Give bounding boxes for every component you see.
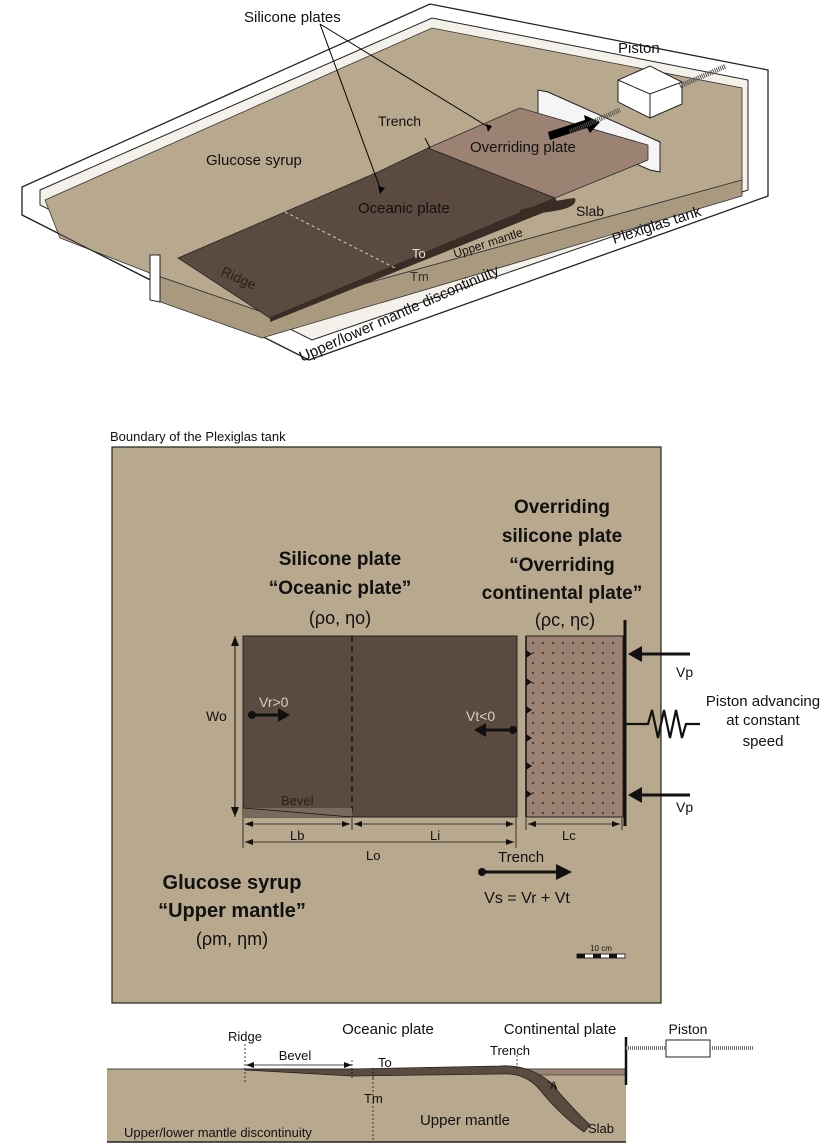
label-overriding-plate-top: Overriding plate [470,139,576,156]
cross-section: Ridge Oceanic plate Continental plate Pi… [107,1021,754,1143]
label-mantle-params: (ρm, ηm) [196,929,268,949]
label-to-top: To [412,246,426,261]
label-vt: Vt<0 [466,708,495,724]
label-upper-mantle-bottom: Upper mantle [420,1112,510,1129]
piston-box-section [665,1039,711,1058]
label-piston-top: Piston [618,40,660,57]
label-overriding-2: silicone plate [502,526,622,547]
continental-plate-section [525,1068,626,1076]
label-silicone-plate: Silicone plate [279,549,401,570]
label-oceanic-params: (ρo, ηo) [309,608,371,628]
label-tank-boundary: Boundary of the Plexiglas tank [110,429,286,444]
label-lo: Lo [366,848,380,863]
label-glucose-syrup: Glucose syrup [163,872,302,894]
label-discontinuity-bottom: Upper/lower mantle discontinuity [124,1125,312,1140]
label-piston-advancing-2: at constant [726,712,800,729]
label-piston-bottom: Piston [669,1021,708,1037]
label-piston-advancing-3: speed [743,733,784,750]
label-oceanic-plate-top: Oceanic plate [358,200,450,217]
plan-view: Boundary of the Plexiglas tank [110,429,820,1004]
vt-arrow [474,723,486,737]
label-lb: Lb [290,828,304,843]
label-to-bottom: To [378,1055,392,1070]
push-arrow-3d [548,115,600,140]
label-overriding-1: Overriding [514,497,610,518]
oceanic-plate-plan [242,635,518,818]
label-bevel-bottom: Bevel [279,1048,312,1063]
vp-arrow-bottom [628,787,642,803]
label-lc: Lc [562,828,576,843]
label-tm-bottom: Tm [364,1091,383,1106]
label-slab-bottom: Slab [588,1121,614,1136]
label-vp-top: Vp [676,664,693,680]
label-tm-top: Tm [410,269,429,284]
label-overriding-3: “Overriding [509,555,615,576]
label-overriding-4: continental plate” [482,583,642,604]
tank-front-wall [149,254,161,303]
label-li: Li [430,828,440,843]
scale-bar [576,953,626,959]
oceanic-plate-section [244,1065,591,1133]
vr-arrow [278,708,290,722]
label-trench-bottom: Trench [490,1043,530,1058]
vs-arrow [556,864,572,880]
label-wo: Wo [206,708,227,724]
label-vr: Vr>0 [259,694,289,710]
label-continental-plate-bottom: Continental plate [504,1021,617,1038]
label-oceanic-plate-bottom: Oceanic plate [342,1021,434,1038]
label-vs-equation: Vs = Vr + Vt [484,890,570,907]
label-vp-bottom: Vp [676,799,693,815]
label-trench-top: Trench [378,113,421,129]
vp-arrow-top [628,646,642,662]
label-angle: A [550,1080,558,1092]
label-trench-mid: Trench [498,849,544,866]
label-oceanic-plate-quoted: “Oceanic plate” [269,578,412,599]
label-scale: 10 cm [590,944,612,953]
label-bevel-mid: Bevel [281,793,314,808]
label-upper-mantle-quoted: “Upper mantle” [158,900,306,922]
label-silicone-plates: Silicone plates [244,9,341,26]
label-piston-advancing-1: Piston advancing [706,693,820,710]
piston-spring [625,709,700,739]
label-ridge-bottom: Ridge [228,1029,262,1044]
perspective-view: Silicone plates Piston Trench Overriding… [21,3,769,366]
slab-3d [520,198,576,214]
label-slab-top: Slab [576,203,604,219]
label-continental-params: (ρc, ηc) [535,610,595,630]
piston-box-3d [568,63,727,135]
oceanic-plate-3d [177,147,557,319]
label-glucose-syrup-top: Glucose syrup [206,152,302,169]
